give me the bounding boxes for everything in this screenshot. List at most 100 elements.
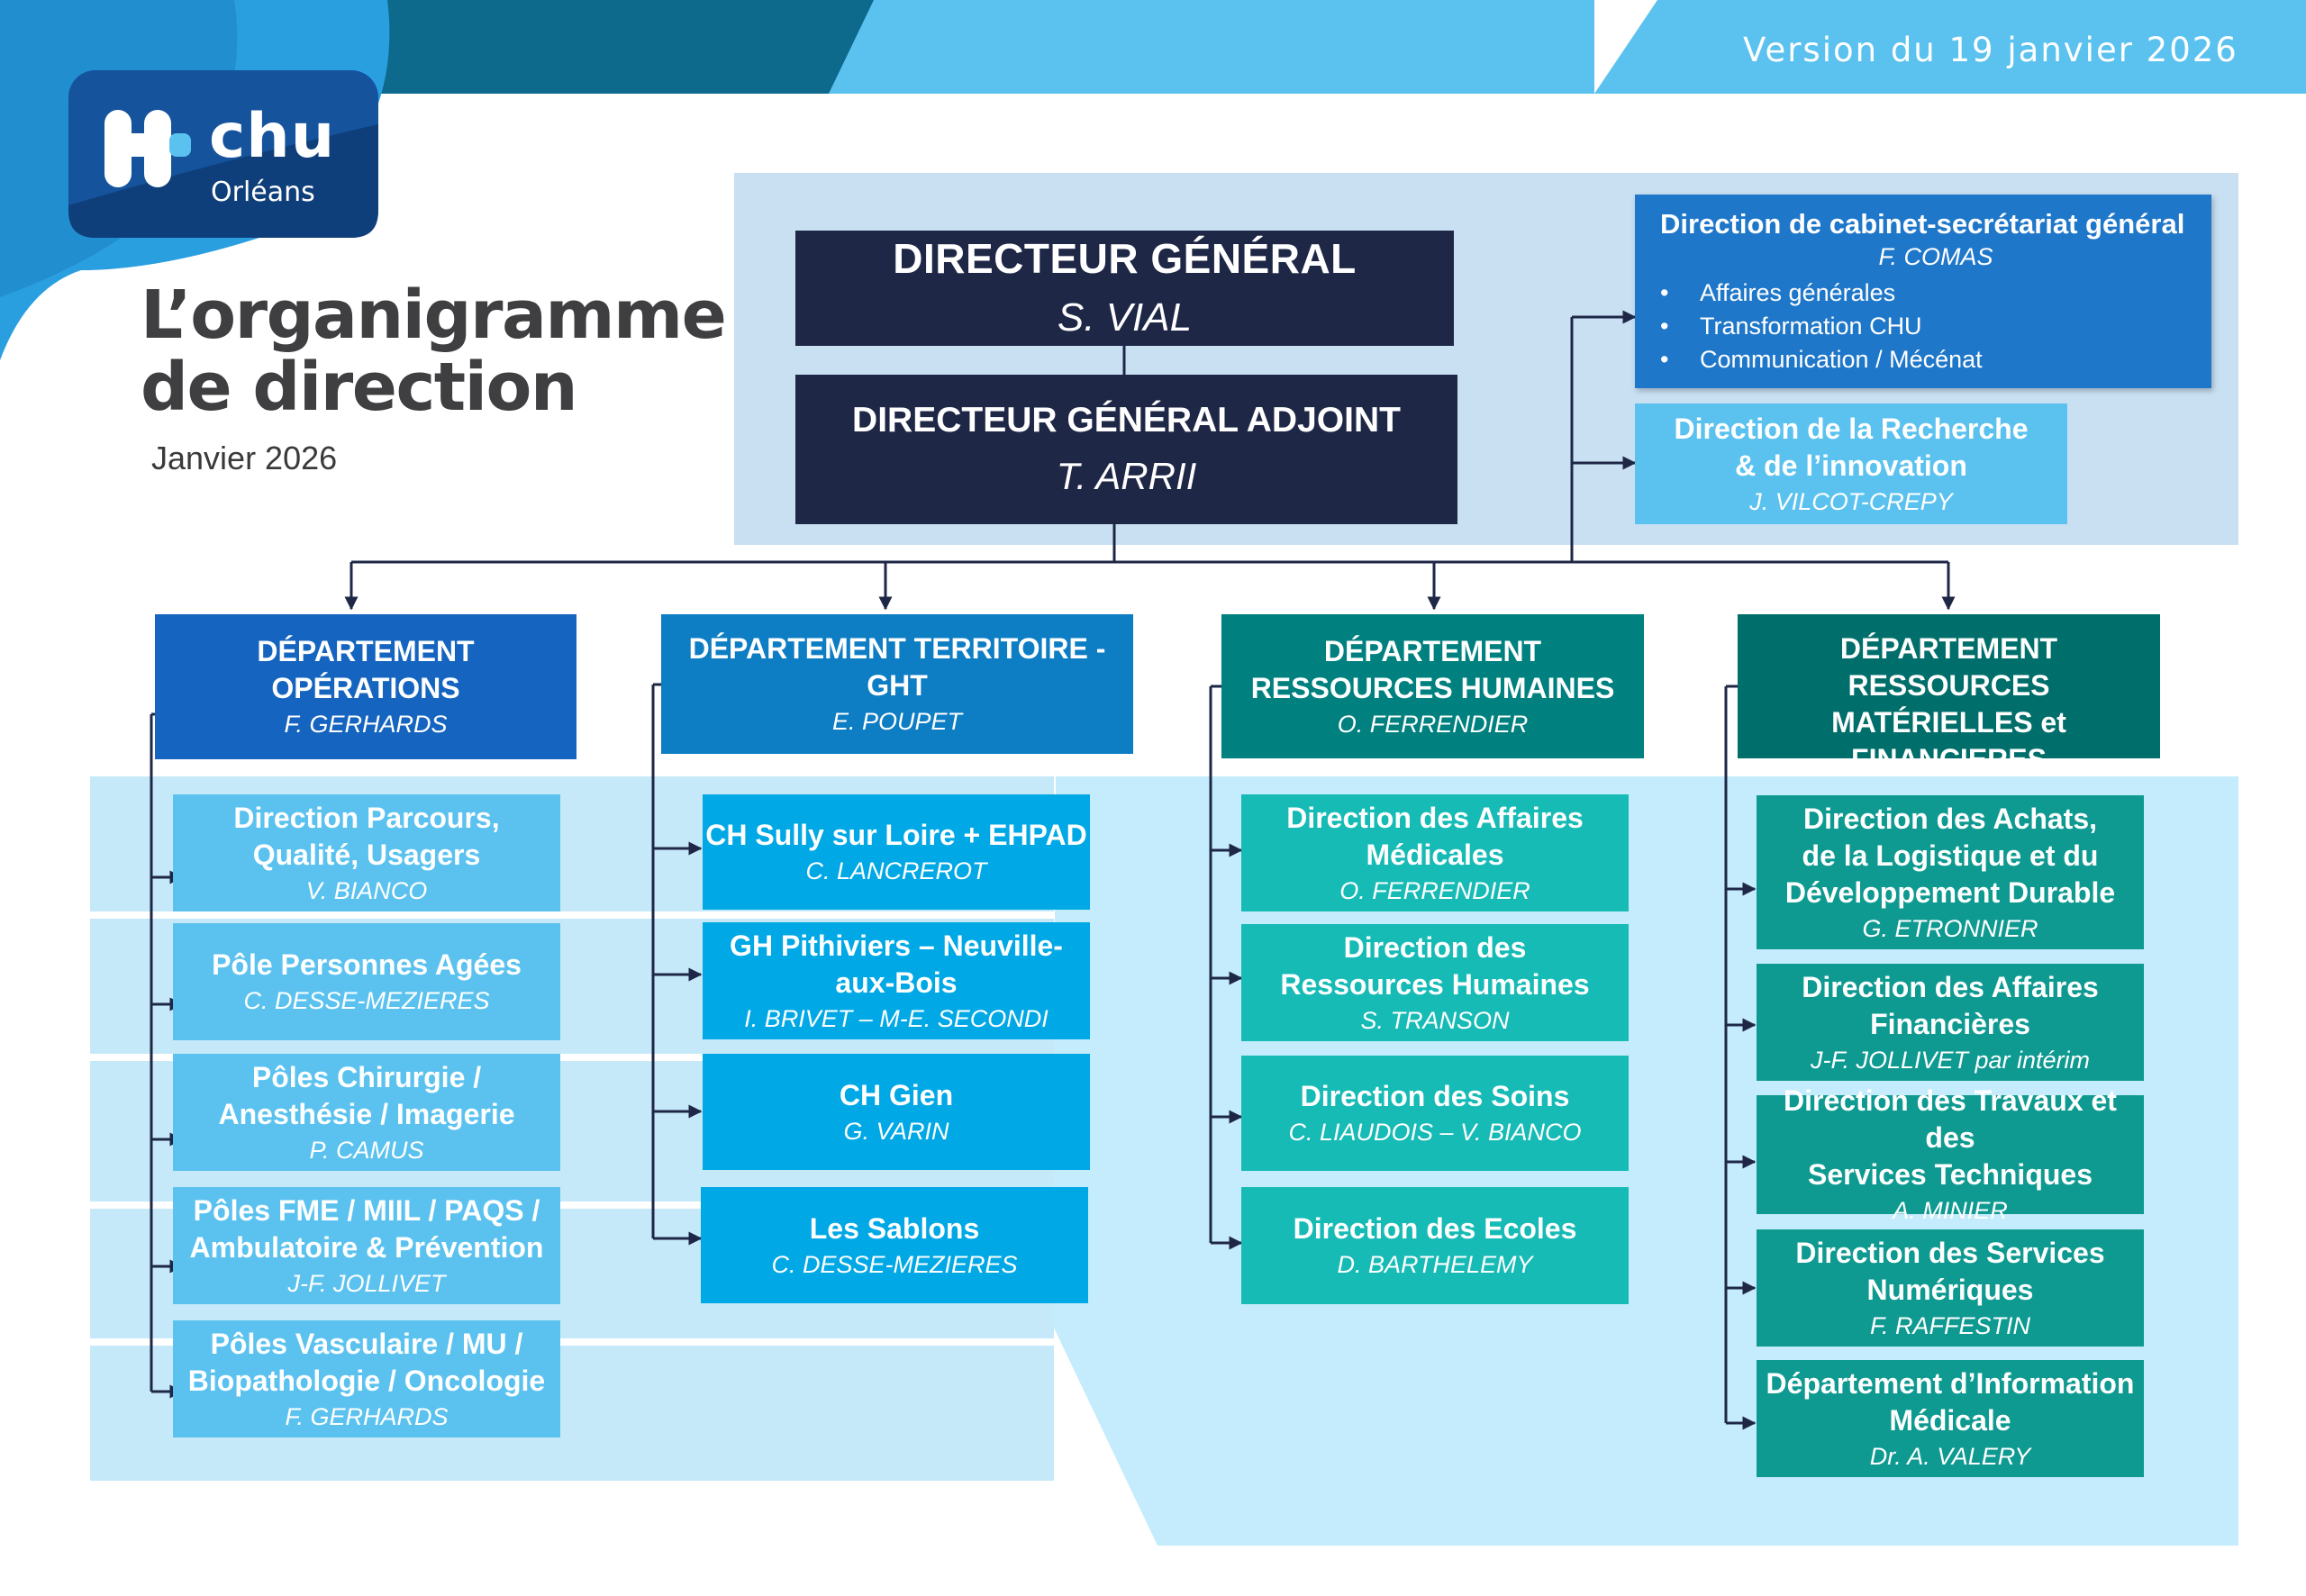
rmf-unit: Direction des Achats, de la Logistique e… [1757, 795, 2144, 949]
dept-title: DÉPARTEMENT TERRITOIRE - GHT [688, 632, 1106, 703]
cabinet-title: Direction de cabinet-secrétariat général [1660, 207, 2185, 240]
unit-title: Qualité, Usagers [252, 838, 481, 871]
ght-unit: CH Gien G. VARIN [703, 1054, 1090, 1170]
unit-title: Numériques [1866, 1273, 2034, 1306]
recherche-name: J. VILCOT-CREPY [1749, 487, 1953, 515]
cabinet-item: Transformation CHU [1660, 310, 1983, 344]
unit-title: Direction des Affaires [1802, 970, 2099, 1003]
page-title-line2: de direction [141, 349, 578, 426]
unit-title: Les Sablons [809, 1211, 980, 1245]
cabinet-list: Affaires générales Transformation CHU Co… [1660, 277, 1983, 377]
unit-head: C. LIAUDOIS – V. BIANCO [1288, 1119, 1582, 1147]
dept-territoire-ght: DÉPARTEMENT TERRITOIRE - GHT E. POUPET [661, 614, 1133, 754]
unit-title: Direction des Travaux et des [1784, 1084, 2117, 1155]
unit-title: CH Gien [839, 1078, 954, 1111]
unit-title: de la Logistique et du [1802, 839, 2099, 872]
dept-title: MATÉRIELLES et FINANCIERES [1831, 705, 2066, 775]
page-title-line1: L’organigramme [141, 277, 727, 354]
cabinet-item: Affaires générales [1660, 277, 1983, 311]
unit-title: Ambulatoire & Prévention [189, 1230, 544, 1264]
dept-head: O. FERRENDIER [1337, 710, 1529, 738]
cabinet-name: F. COMAS [1878, 243, 1993, 271]
rmf-unit: Département d’Information Médicale Dr. A… [1757, 1360, 2144, 1477]
ops-unit: Pôles FME / MIIL / PAQS / Ambulatoire & … [173, 1187, 560, 1304]
unit-head: G. VARIN [843, 1117, 949, 1145]
unit-title: Biopathologie / Oncologie [187, 1364, 546, 1397]
ops-unit: Pôles Chirurgie / Anesthésie / Imagerie … [173, 1054, 560, 1171]
dept-title: RESSOURCES HUMAINES [1250, 671, 1615, 704]
recherche-box: Direction de la Recherche & de l’innovat… [1635, 404, 2067, 524]
unit-head: O. FERRENDIER [1339, 876, 1530, 904]
unit-title: Pôles Vasculaire / MU / [210, 1327, 523, 1360]
dga-box: DIRECTEUR GÉNÉRAL ADJOINT T. ARRII [795, 375, 1457, 524]
logo-brand: chu [209, 101, 336, 172]
recherche-title-l1: Direction de la Recherche [1674, 412, 2029, 445]
unit-head: C. LANCREROT [805, 857, 987, 885]
unit-title: Pôles Chirurgie / [251, 1060, 482, 1093]
unit-head: J-F. JOLLIVET [287, 1269, 446, 1297]
unit-title: Direction des Soins [1300, 1080, 1570, 1113]
unit-title: Financières [1870, 1007, 2030, 1040]
ght-unit: Les Sablons C. DESSE-MEZIERES [701, 1187, 1088, 1303]
unit-head: P. CAMUS [309, 1136, 424, 1164]
unit-head: D. BARTHELEMY [1337, 1251, 1533, 1279]
unit-title: aux-Bois [835, 966, 958, 999]
page-title: L’organigramme de direction [141, 277, 727, 426]
unit-head: A. MINIER [1893, 1197, 2008, 1225]
cabinet-item: Communication / Mécénat [1660, 343, 1983, 377]
unit-head: F. GERHARDS [285, 1402, 449, 1430]
unit-head: I. BRIVET – M-E. SECONDI [744, 1004, 1049, 1032]
ops-unit: Pôles Vasculaire / MU / Biopathologie / … [173, 1320, 560, 1437]
chu-logo: chu Orléans [68, 70, 378, 238]
unit-head: C. DESSE-MEZIERES [771, 1250, 1018, 1278]
recherche-title-l2: & de l’innovation [1735, 449, 1967, 482]
unit-head: C. DESSE-MEZIERES [243, 987, 490, 1015]
ght-unit: CH Sully sur Loire + EHPAD C. LANCREROT [703, 794, 1090, 910]
dept-ressources-humaines: DÉPARTEMENT RESSOURCES HUMAINES O. FERRE… [1221, 614, 1644, 758]
dg-name: S. VIAL [1057, 295, 1193, 340]
dg-title: DIRECTEUR GÉNÉRAL [893, 235, 1357, 283]
ops-unit: Direction Parcours, Qualité, Usagers V. … [173, 794, 560, 911]
rh-unit: Direction des Affaires Médicales O. FERR… [1241, 794, 1629, 911]
rh-unit: Direction des Ecoles D. BARTHELEMY [1241, 1187, 1629, 1304]
dept-title: OPÉRATIONS [271, 672, 460, 705]
dept-title: DÉPARTEMENT [257, 635, 475, 668]
dept-ressources-materielles: DÉPARTEMENT RESSOURCES MATÉRIELLES et FI… [1738, 614, 2160, 775]
unit-head: V. BIANCO [305, 876, 428, 904]
dga-title: DIRECTEUR GÉNÉRAL ADJOINT [852, 401, 1401, 440]
unit-head: J-F. JOLLIVET par intérim [1810, 1046, 2091, 1074]
unit-title: GH Pithiviers – Neuville- [730, 929, 1063, 962]
unit-title: Développement Durable [1784, 875, 2116, 909]
unit-title: Direction des Achats, [1802, 802, 2097, 835]
dept-title: DÉPARTEMENT RESSOURCES [1839, 632, 2058, 702]
ght-unit: GH Pithiviers – Neuville- aux-Bois I. BR… [703, 922, 1090, 1039]
unit-head: F. RAFFESTIN [1869, 1311, 2031, 1339]
unit-title: Pôles FME / MIIL / PAQS / [193, 1193, 540, 1227]
dept-title: DÉPARTEMENT [1323, 634, 1542, 667]
page-date: Janvier 2026 [151, 440, 338, 476]
unit-title: Direction des [1343, 930, 1527, 964]
unit-title: Direction des Services [1795, 1236, 2105, 1269]
rh-unit: Direction des Soins C. LIAUDOIS – V. BIA… [1241, 1056, 1629, 1171]
dept-head: F. GERHARDS [284, 711, 448, 739]
chu-logo-mark-icon [68, 110, 378, 238]
unit-title: Direction des Ecoles [1293, 1212, 1577, 1246]
dept-operations: DÉPARTEMENT OPÉRATIONS F. GERHARDS [155, 614, 576, 759]
unit-title: Médicales [1366, 838, 1504, 871]
unit-title: Pôle Personnes Agées [212, 948, 522, 982]
unit-title: Médicale [1889, 1403, 2011, 1437]
dga-name: T. ARRII [1056, 455, 1197, 498]
unit-title: Département d’Information [1766, 1366, 2135, 1400]
rmf-unit: Direction des Services Numériques F. RAF… [1757, 1229, 2144, 1347]
rmf-unit: Direction des Affaires Financières J-F. … [1757, 964, 2144, 1081]
dg-box: DIRECTEUR GÉNÉRAL S. VIAL [795, 231, 1454, 346]
unit-title: Ressources Humaines [1280, 967, 1590, 1001]
ops-unit: Pôle Personnes Agées C. DESSE-MEZIERES [173, 923, 560, 1040]
unit-head: S. TRANSON [1360, 1006, 1510, 1034]
dept-head: E. POUPET [831, 708, 963, 736]
logo-city: Orléans [211, 177, 315, 208]
rmf-unit: Direction des Travaux et des Services Te… [1757, 1084, 2144, 1224]
unit-title: Anesthésie / Imagerie [218, 1097, 515, 1130]
unit-title: CH Sully sur Loire + EHPAD [705, 819, 1087, 852]
unit-title: Direction des Affaires [1286, 801, 1584, 834]
